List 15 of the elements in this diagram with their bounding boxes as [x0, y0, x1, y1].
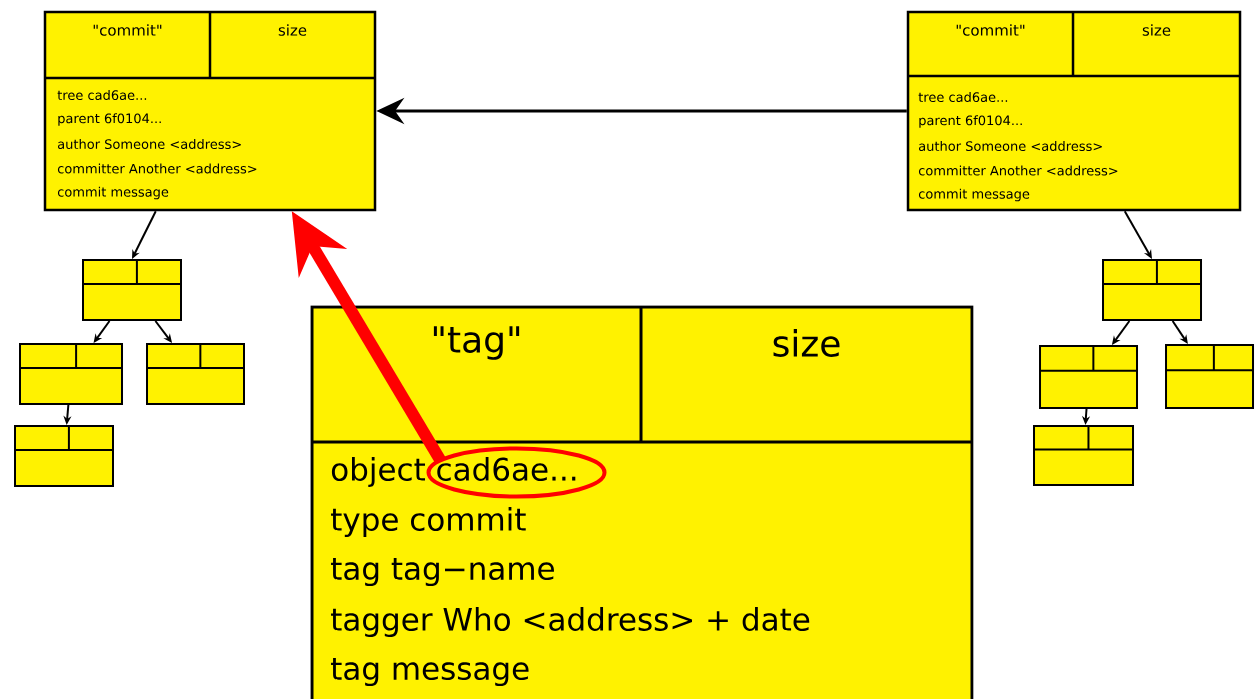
- object-box: "commit" size tree cad6ae... parent 6f0104... author Someone <address> committer Another <address> commit message: [906, 10, 1242, 212]
- object-box: [1033, 425, 1134, 486]
- object-box: "commit" size tree cad6ae... parent 6f0104... author Someone <address> committer Another <address> commit message: [43, 10, 377, 212]
- arrow: [1171, 320, 1188, 344]
- object-box: "tag" size object cad6ae... type commit tag tag−name tagger Who <address> + date tag message: [310, 305, 974, 699]
- object-box: [1102, 259, 1202, 321]
- object-box: [1165, 344, 1254, 409]
- object-box: [1039, 345, 1138, 409]
- arrow: [1123, 210, 1152, 259]
- object-box: [82, 259, 182, 321]
- object-box: [14, 425, 114, 487]
- arrow: [93, 320, 111, 343]
- object-box: [146, 343, 245, 405]
- arrow: [132, 210, 157, 259]
- object-box: [19, 343, 123, 405]
